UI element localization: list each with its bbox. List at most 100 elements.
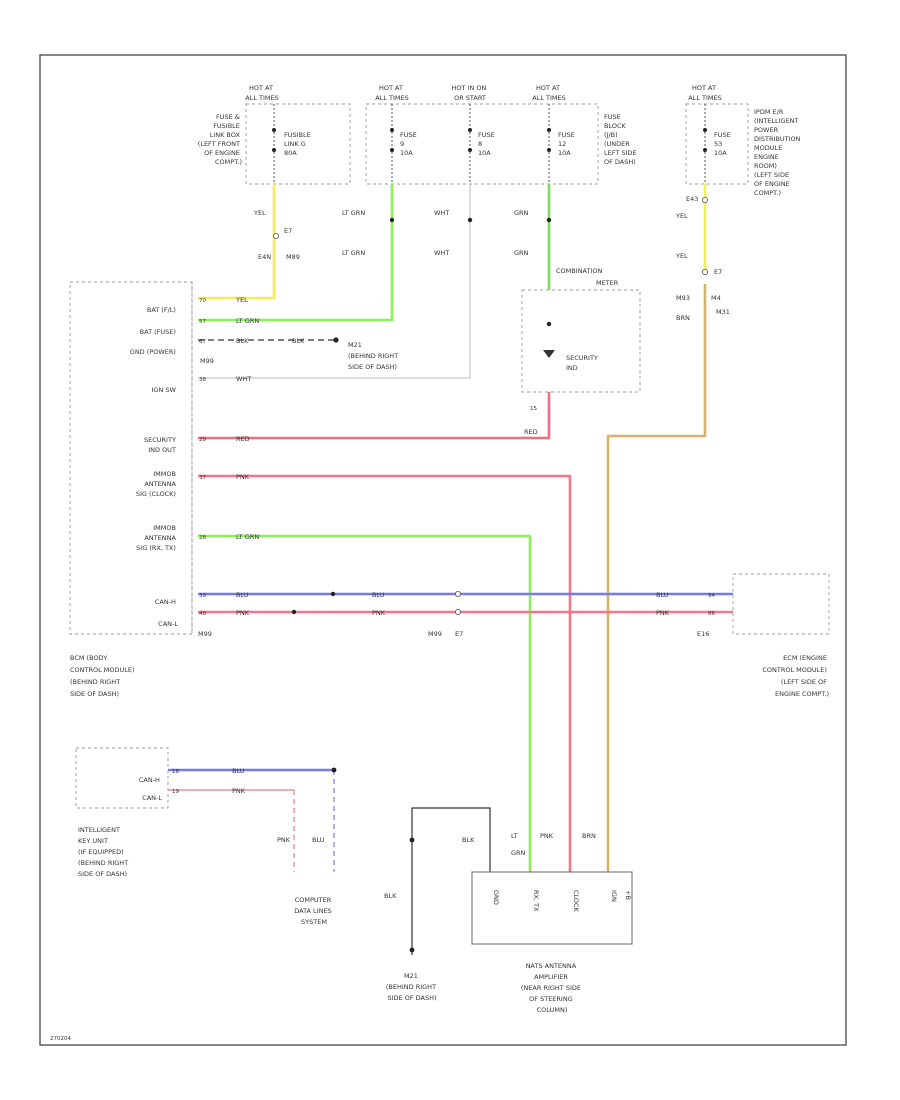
- label-grn-1: GRN: [514, 209, 529, 217]
- ecm-box: [732, 573, 830, 635]
- svg-text:IGN: IGN: [610, 890, 618, 902]
- nats-amplifier-pins: GND RX, TX CLOCK IGN +B: [492, 890, 632, 913]
- label-red-2: RED: [524, 428, 538, 436]
- label-brn-1: BRN: [676, 314, 690, 322]
- label-brn-amp: BRN: [582, 832, 596, 840]
- label-blk-amp: BLK: [462, 836, 475, 844]
- connector-e7-ipdm: E7: [714, 268, 722, 276]
- wire-ltgrn-rxtx: [198, 534, 532, 872]
- fuse-symbols: [272, 128, 707, 152]
- diagram-footer-id: 270204: [50, 1036, 71, 1042]
- connector-m99-mid: M99: [428, 630, 442, 638]
- combination-meter-pin: 15: [530, 406, 537, 412]
- label-ltgrn-2: LT GRN: [342, 249, 365, 257]
- ikey-pin-numbers: 18 19: [172, 769, 181, 795]
- connector-e4n: E4N: [258, 253, 271, 261]
- fuse-9-label: FUSE 9 10A: [400, 131, 419, 157]
- fusible-link-box: [245, 103, 351, 185]
- wire-ltgrn-bat-fuse: [198, 184, 394, 322]
- fuse-block-jb-label: FUSE BLOCK (J/B) (UNDER LEFT SIDE OF DAS…: [604, 113, 639, 166]
- svg-text:RX, TX: RX, TX: [532, 890, 540, 912]
- fusible-link-g-label: FUSIBLE LINK G 80A: [284, 131, 313, 157]
- bcm-pin-labels: BAT (F/L) BAT (FUSE) GND (POWER) IGN SW …: [130, 306, 179, 628]
- security-ind-led: [543, 350, 555, 358]
- fuse-12-label: FUSE 12 10A: [558, 131, 577, 157]
- label-pnk-can-3: PNK: [656, 609, 670, 617]
- label-yel-1: YEL: [253, 209, 266, 217]
- wire-yel-bat-fl: [198, 184, 276, 300]
- hot-label-5: HOT AT ALL TIMES: [688, 84, 721, 102]
- svg-text:CLOCK: CLOCK: [572, 890, 580, 913]
- combination-meter-box: [521, 289, 641, 393]
- connector-e16: E16: [697, 630, 709, 638]
- label-blu-ikey: BLU: [232, 767, 245, 775]
- wire-wht-ign-sw: [198, 184, 471, 379]
- ikey-label: INTELLIGENT KEY UNIT (IF EQUIPPED) (BEHI…: [78, 826, 130, 878]
- connector-e43: E43: [686, 195, 698, 203]
- fuse-block-jb: [365, 103, 599, 185]
- computer-data-lines-label: COMPUTER DATA LINES SYSTEM: [294, 896, 334, 926]
- fusible-link-box-label: FUSE & FUSIBLE LINK BOX (LEFT FRONT OF E…: [198, 113, 242, 166]
- wire-red-security: [198, 392, 551, 440]
- diagram-frame: [39, 54, 847, 1046]
- fuse-8-label: FUSE 8 10A: [478, 131, 497, 157]
- connector-e7-mid: E7: [455, 630, 463, 638]
- label-grn-2: GRN: [514, 249, 529, 257]
- intelligent-key-box: [75, 747, 169, 809]
- connector-m99-bcm: M99: [200, 357, 214, 365]
- ground-m21-amp-label: M21 (BEHIND RIGHT SIDE OF DASH): [386, 972, 438, 1002]
- nats-amplifier-box: [471, 871, 633, 945]
- label-pnk-ikey: PNK: [232, 787, 246, 795]
- connector-m99-bottom: M99: [198, 630, 212, 638]
- ground-m21-label: M21 (BEHIND RIGHT SIDE OF DASH): [348, 341, 400, 371]
- label-wht-3: WHT: [236, 375, 251, 383]
- label-pnk-ikey-down: PNK: [277, 836, 291, 844]
- bcm-pin-numbers: 70 57 67 38 29 37 28 39 40: [199, 298, 208, 617]
- ikey-pin-labels: CAN-H CAN-L: [139, 776, 163, 802]
- hot-label-1: HOT AT ALL TIMES: [245, 84, 278, 102]
- combination-meter-title: COMBINATION METER: [556, 267, 619, 287]
- label-blu-ikey-down: BLU: [312, 836, 325, 844]
- connector-e7-top: E7: [284, 227, 292, 235]
- label-ltgrn-rxtx: LT GRN: [236, 533, 259, 541]
- label-ltgrn-1: LT GRN: [342, 209, 365, 217]
- connector-m89: M89: [286, 253, 300, 261]
- label-ltgrn-amp: LT GRN: [511, 832, 526, 857]
- label-wht-1: WHT: [434, 209, 449, 217]
- hot-label-4: HOT AT ALL TIMES: [532, 84, 565, 102]
- security-ind-label: SECURITY IND: [566, 354, 600, 372]
- ipdm-er-box: [685, 103, 749, 185]
- bcm-label: BCM (BODY CONTROL MODULE) (BEHIND RIGHT …: [70, 654, 137, 698]
- svg-text:+B: +B: [624, 890, 632, 900]
- label-blu-can-2: BLU: [372, 591, 385, 599]
- label-blu-can-1: BLU: [236, 591, 249, 599]
- hot-label-2: HOT AT ALL TIMES: [375, 84, 408, 102]
- ecm-pin-labels: 94 86: [708, 593, 717, 617]
- hot-label-3: HOT IN ON OR START: [452, 84, 489, 102]
- connector-m93: M93: [676, 294, 690, 302]
- label-pnk-can-1: PNK: [236, 609, 250, 617]
- fuse-feed-lines: [273, 104, 706, 184]
- ecm-label: ECM (ENGINE CONTROL MODULE) (LEFT SIDE O…: [762, 654, 829, 698]
- nats-amplifier-label: NATS ANTENNA AMPLIFIER (NEAR RIGHT SIDE …: [521, 962, 583, 1014]
- label-blk-bcm-2: BLK: [292, 337, 305, 345]
- wire-pnk-clock: [198, 474, 572, 872]
- connector-m31: M31: [716, 308, 730, 316]
- junction-dots: [272, 196, 709, 953]
- ipdm-er-label: IPDM E/R (INTELLIGENT POWER DISTRIBUTION…: [754, 108, 803, 197]
- label-blk-gnd: BLK: [384, 892, 397, 900]
- bcm-box: [69, 281, 193, 635]
- label-ltgrn-3: LT GRN: [236, 317, 259, 325]
- wire-blk-gnd-amp: [411, 807, 491, 955]
- wire-brn-amp: [606, 284, 707, 872]
- label-blu-can-3: BLU: [656, 591, 669, 599]
- label-blk-bcm-1: BLK: [236, 337, 249, 345]
- label-yel-ipdm-1: YEL: [675, 212, 688, 220]
- label-red-1: RED: [236, 435, 250, 443]
- label-yel-2: YEL: [235, 296, 248, 304]
- connector-m4: M4: [711, 294, 721, 302]
- label-pnk-clock: PNK: [236, 473, 250, 481]
- svg-text:GND: GND: [492, 890, 500, 905]
- label-pnk-can-2: PNK: [372, 609, 386, 617]
